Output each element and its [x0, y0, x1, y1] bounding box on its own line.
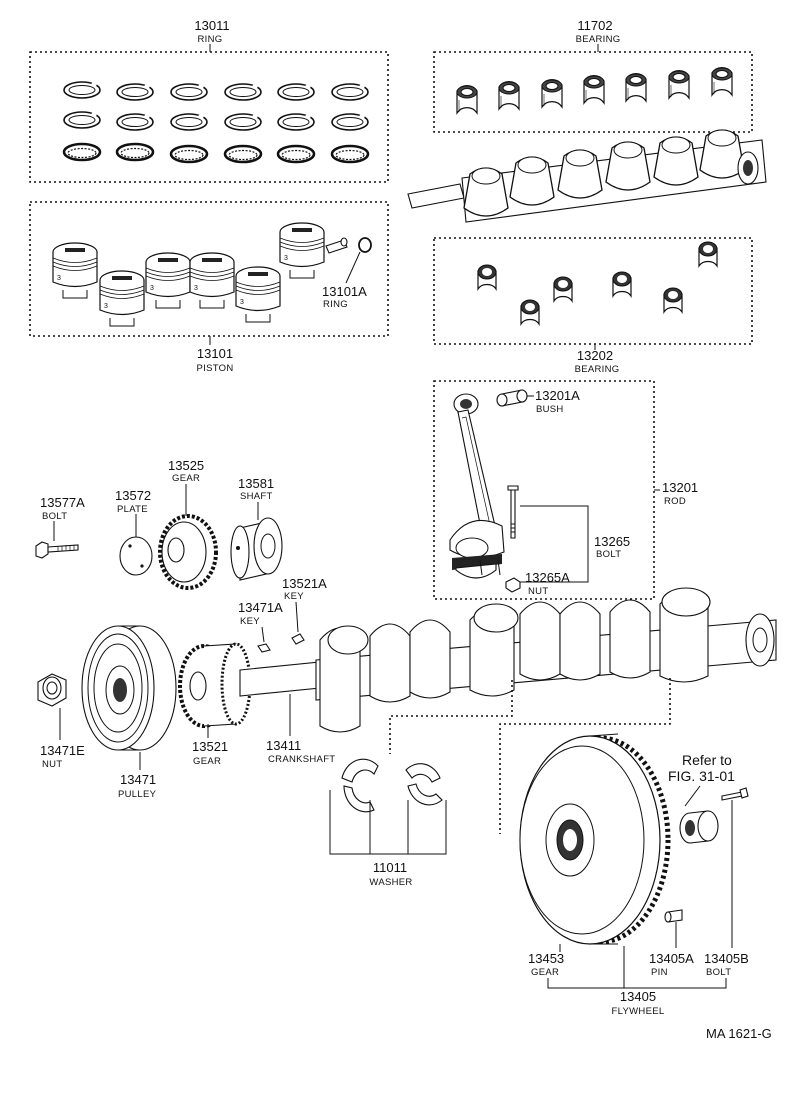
callout-13525-number: 13525 [168, 458, 204, 473]
callout-13471-name: PULLEY [118, 789, 157, 800]
callout-13471-number: 13471 [120, 772, 156, 787]
callout-13471E-number: 13471E [40, 743, 85, 758]
piston-pin-illustration [325, 237, 348, 254]
plate-illustration [119, 536, 153, 576]
callout-13202-name: BEARING [575, 364, 620, 375]
bush-illustration [496, 389, 528, 407]
thrust-washer-left-illustration [341, 758, 379, 813]
keys-group: 13521A KEY 13471A KEY [238, 576, 327, 653]
pilot-bearing-illustration [679, 810, 719, 844]
callout-13453-name: GEAR [531, 967, 559, 978]
callout-13521-name: GEAR [193, 756, 221, 767]
callout-13411-name: CRANKSHAFT [268, 754, 335, 765]
flywheel-illustration [519, 733, 671, 945]
callout-13411-number: 13411 [266, 738, 301, 753]
callout-13265A-name: NUT [528, 586, 548, 597]
key-13521A-illustration [291, 633, 305, 645]
callout-13201A-number: 13201A [535, 388, 580, 403]
crank-gear-illustration [178, 642, 252, 728]
figure-code: MA 1621-G [706, 1026, 772, 1041]
callout-13101A-name: RING [323, 299, 348, 310]
crank-pulley-illustration [81, 624, 180, 751]
callout-13581-name: SHAFT [240, 491, 273, 502]
callout-13405-name: FLYWHEEL [612, 1006, 665, 1017]
reference-line-2[interactable]: FIG. 31-01 [668, 768, 735, 784]
callout-13265-number: 13265 [594, 534, 630, 549]
callout-13471A-name: KEY [240, 616, 260, 627]
callout-11011-name: WASHER [369, 877, 412, 888]
flywheel-bolt-illustration [721, 787, 749, 801]
callout-13572-name: PLATE [117, 504, 148, 515]
piston-rings-group: 13011 RING [29, 18, 389, 183]
crankshaft-illustration: 13411 CRANKSHAFT [239, 587, 777, 765]
thrust-washer-right-illustration [405, 763, 443, 806]
callout-13011-name: RING [198, 34, 223, 45]
callout-13581-number: 13581 [238, 476, 274, 491]
callout-13405B-name: BOLT [706, 967, 731, 978]
callout-13471A-number: 13471A [238, 600, 283, 615]
callout-13265A-number: 13265A [525, 570, 570, 585]
timing-parts-group: 13577A BOLT 13572 PLATE 13525 GEAR 13581… [35, 458, 283, 590]
callout-13011-number: 13011 [194, 18, 229, 33]
callout-13453-number: 13453 [528, 951, 564, 966]
callout-13572-number: 13572 [115, 488, 151, 503]
thrust-washers-group: 11011 WASHER [329, 680, 513, 888]
callout-13405A-number: 13405A [649, 951, 694, 966]
rod-bolt-illustration [507, 485, 519, 539]
callout-13521A-name: KEY [284, 591, 304, 602]
callout-13525-name: GEAR [172, 473, 200, 484]
main-bearings-group: 11702 BEARING [433, 18, 753, 133]
callout-11702-number: 11702 [577, 18, 612, 33]
callout-13577A-name: BOLT [42, 511, 67, 522]
ring-set-row-1 [62, 80, 370, 102]
rod-bearings-group: 13202 BEARING [433, 237, 753, 375]
callout-13101-number: 13101 [197, 346, 233, 361]
crank-nut-illustration [37, 673, 67, 707]
callout-13405B-number: 13405B [704, 951, 749, 966]
callout-13521A-number: 13521A [282, 576, 327, 591]
callout-11702-name: BEARING [576, 34, 621, 45]
callout-13521-number: 13521 [192, 739, 228, 754]
knock-pin-illustration [664, 909, 683, 923]
callout-13201A-name: BUSH [536, 404, 564, 415]
pistons-group: 13101A RING 13101 PISTON [29, 201, 389, 374]
ring-set-row-2 [62, 110, 370, 132]
snap-ring-illustration [358, 237, 372, 253]
bolt-13577A-illustration [35, 541, 79, 559]
connecting-rod-group: 13201A BUSH 13265 BOLT 13265A NUT 13201 … [433, 380, 698, 600]
ring-set-row-3 [62, 142, 370, 164]
front-drive-group: 13471E NUT 13471 PULLEY 13521 GEAR [37, 624, 252, 800]
callout-13405-number: 13405 [620, 989, 656, 1004]
callout-13265-name: BOLT [596, 549, 621, 560]
rod-nut-illustration [505, 577, 521, 593]
callout-13405A-name: PIN [651, 967, 668, 978]
key-13471A-illustration [257, 643, 271, 653]
callout-11011-number: 11011 [373, 860, 407, 875]
callout-13202-number: 13202 [577, 348, 613, 363]
flywheel-group: Refer to FIG. 31-01 13453 GEAR 13405A PI… [499, 678, 749, 1017]
callout-13577A-number: 13577A [40, 495, 85, 510]
callout-13471E-name: NUT [42, 759, 62, 770]
balance-gear-illustration [158, 514, 218, 590]
connecting-rod-illustration [449, 393, 505, 579]
balance-shaft-illustration [230, 517, 283, 581]
crankshaft-upper-illustration [407, 129, 767, 223]
callout-13201-name: ROD [664, 496, 686, 507]
callout-13101A-number: 13101A [322, 284, 367, 299]
callout-13101-name: PISTON [197, 363, 234, 374]
callout-13201-number: 13201 [662, 480, 698, 495]
reference-line-1[interactable]: Refer to [682, 752, 732, 768]
